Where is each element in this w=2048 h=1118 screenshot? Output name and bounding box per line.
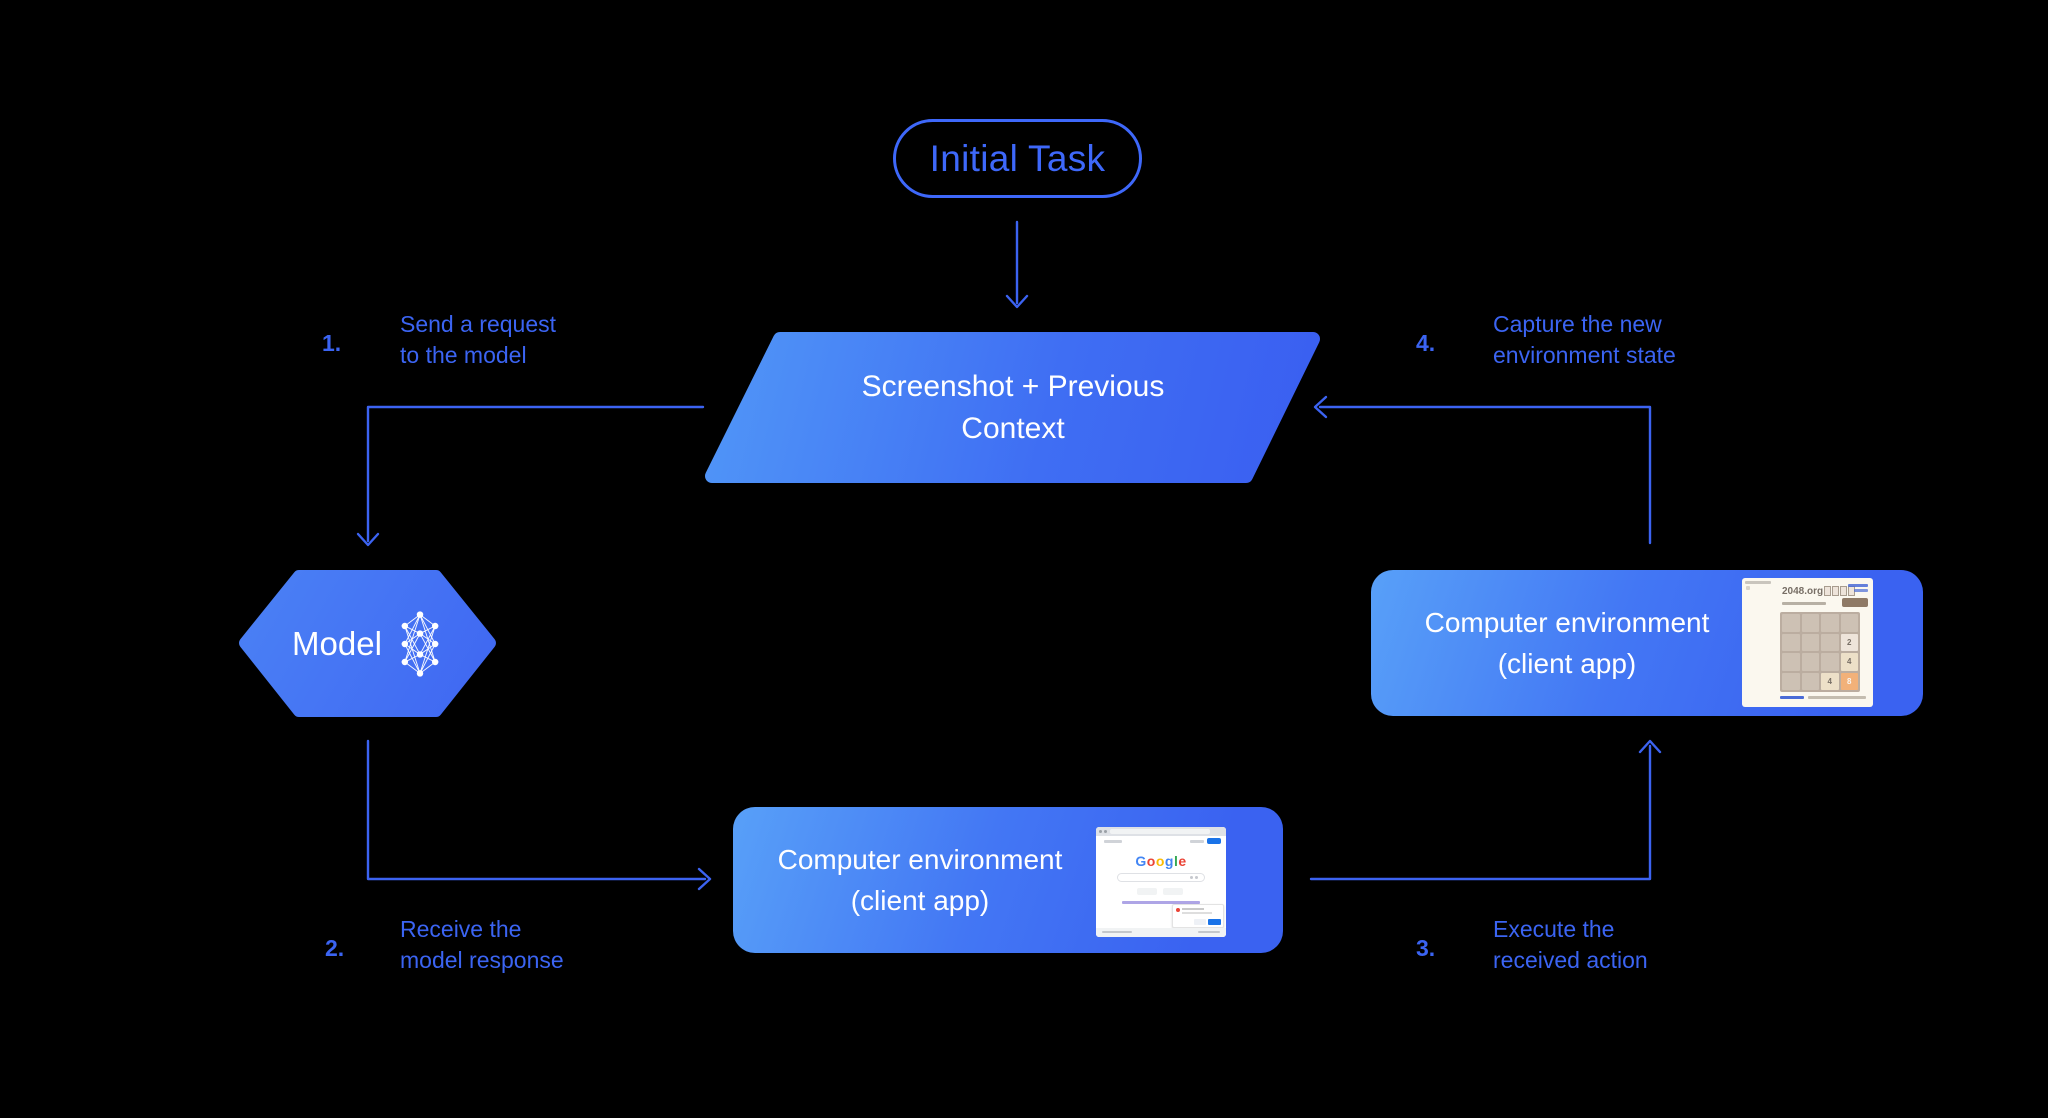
screenshot-context-node: Screenshot + Previous Context xyxy=(762,356,1264,460)
empty-cell xyxy=(1782,633,1800,651)
lens-icon xyxy=(1190,876,1193,879)
step-2-label: Receive the model response xyxy=(400,916,564,973)
google-logo-letter: l xyxy=(1173,853,1179,869)
browser-chrome-bar xyxy=(1096,827,1226,836)
feeling-lucky-button xyxy=(1163,888,1183,895)
google-logo-letter: G xyxy=(1135,853,1147,869)
neural-network-icon xyxy=(401,610,439,677)
step-4-label: Capture the new environment state xyxy=(1493,311,1676,368)
google-logo-letter: o xyxy=(1155,853,1165,869)
google-logo-letter: o xyxy=(1146,853,1156,869)
google-logo: Google xyxy=(1096,853,1226,869)
dialog-icon xyxy=(1176,908,1180,912)
step-2-number: 2. xyxy=(325,935,345,961)
step-3-label: Execute the received action xyxy=(1493,916,1648,973)
screenshot-context-label-line1: Screenshot + Previous xyxy=(861,370,1165,403)
language-link-bar xyxy=(1122,901,1200,904)
empty-cell xyxy=(1801,672,1819,690)
step-1-label: Send a request to the model xyxy=(400,311,557,368)
step-3-number: 3. xyxy=(1416,935,1436,961)
dialog-primary-button xyxy=(1208,919,1221,925)
computer-env-right-label: Computer environment (client app) xyxy=(1383,570,1751,716)
connector-env-bottom-to-env-right xyxy=(1309,739,1662,881)
window-control-icon xyxy=(1099,830,1102,833)
top-link-bar xyxy=(1848,584,1868,587)
thumbnail-google-page: Google xyxy=(1096,827,1226,937)
env-right-label-line1: Computer environment xyxy=(1424,607,1710,638)
empty-cell xyxy=(1801,633,1819,651)
step-1-number: 1. xyxy=(322,330,342,356)
footer-link-bar xyxy=(1102,931,1132,933)
address-bar xyxy=(1110,829,1210,834)
footer-link-bar xyxy=(1198,931,1220,933)
env-bottom-label-line1: Computer environment xyxy=(777,844,1063,875)
tile-4: 4 xyxy=(1840,653,1858,671)
connector-model-to-env-bottom xyxy=(366,739,712,891)
top-link-bar xyxy=(1854,589,1868,592)
empty-cell xyxy=(1782,614,1800,632)
connector-env-right-to-context xyxy=(1313,395,1652,545)
env-right-label-line2: (client app) xyxy=(1497,648,1637,679)
screenshot-context-label-line2: Context xyxy=(961,412,1065,445)
initial-task-label: Initial Task xyxy=(929,137,1106,179)
empty-cell xyxy=(1821,633,1839,651)
step-4-number: 4. xyxy=(1416,330,1436,356)
arrowhead-right-icon xyxy=(697,867,712,891)
subtitle-text-bar xyxy=(1782,602,1826,605)
new-game-button xyxy=(1842,598,1868,607)
env-bottom-label-line2: (client app) xyxy=(850,885,990,916)
empty-cell xyxy=(1782,672,1800,690)
computer-env-bottom-label: Computer environment (client app) xyxy=(745,807,1095,953)
connector-task-to-context xyxy=(1005,220,1029,309)
google-logo-letter: e xyxy=(1178,853,1187,869)
score-boxes xyxy=(1824,586,1855,596)
connector-context-to-model xyxy=(356,405,705,547)
header-link-bar xyxy=(1104,840,1122,843)
game-2048-title: 2048.org xyxy=(1782,586,1824,597)
model-label: Model xyxy=(292,624,382,662)
arrowhead-down-icon xyxy=(356,532,380,547)
google-search-button xyxy=(1137,888,1157,895)
arrowhead-down-icon xyxy=(1005,294,1029,309)
consent-dialog xyxy=(1172,904,1224,928)
header-link-bar xyxy=(1190,840,1204,843)
google-footer-bar xyxy=(1096,928,1226,937)
window-control-icon xyxy=(1104,830,1107,833)
arrowhead-left-icon xyxy=(1313,395,1328,419)
google-search-box xyxy=(1117,873,1205,882)
initial-task-node: Initial Task xyxy=(893,119,1142,198)
model-node: Model xyxy=(238,570,497,717)
empty-cell xyxy=(1840,614,1858,632)
tile-4: 4 xyxy=(1821,672,1839,690)
mic-icon xyxy=(1195,876,1198,879)
footer-text-bar xyxy=(1808,696,1866,699)
tile-2: 2 xyxy=(1840,633,1858,651)
arrowhead-up-icon xyxy=(1638,739,1662,754)
empty-cell xyxy=(1782,653,1800,671)
empty-cell xyxy=(1821,653,1839,671)
browser-back-icon xyxy=(1746,586,1750,590)
dialog-text-bar xyxy=(1182,912,1212,914)
dialog-text-bar xyxy=(1182,908,1204,910)
how-to-play-link-bar xyxy=(1780,696,1804,699)
empty-cell xyxy=(1801,614,1819,632)
empty-cell xyxy=(1801,653,1819,671)
browser-tab-bar xyxy=(1745,581,1771,584)
dialog-secondary-button xyxy=(1194,919,1206,925)
tile-8: 8 xyxy=(1840,672,1858,690)
empty-cell xyxy=(1821,614,1839,632)
sign-in-button xyxy=(1207,838,1221,844)
google-logo-letter: g xyxy=(1164,853,1174,869)
